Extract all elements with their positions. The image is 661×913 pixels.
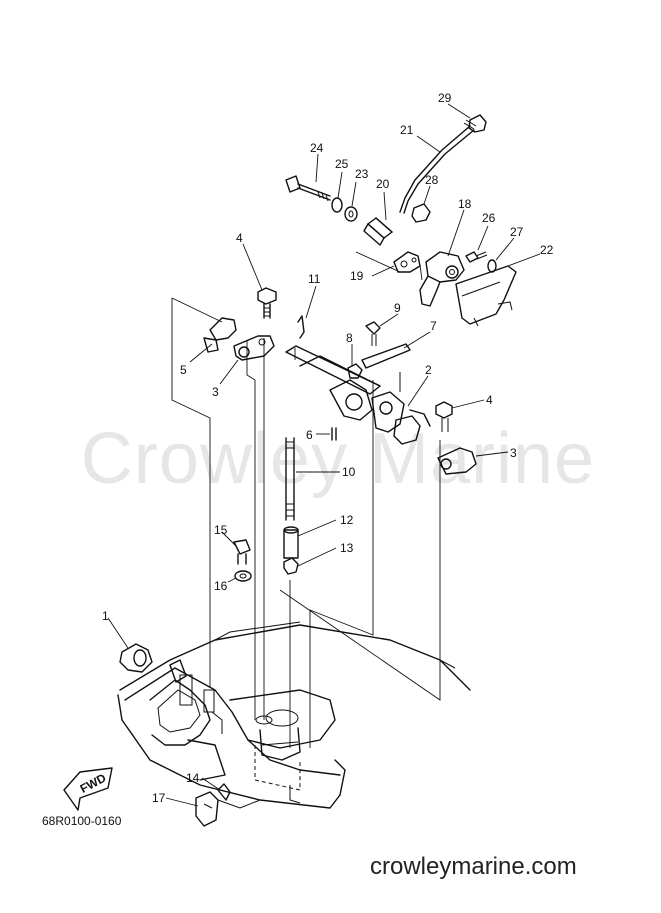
callout-27: 27 xyxy=(510,225,524,239)
callout-15: 15 xyxy=(214,523,228,537)
watermark: Crowley Marine xyxy=(80,419,596,499)
part-29-knob xyxy=(468,114,487,133)
callout-24: 24 xyxy=(310,141,324,155)
part-6-pin xyxy=(331,427,337,441)
callout-4-right: 4 xyxy=(486,393,493,407)
callout-3-right: 3 xyxy=(510,446,517,460)
callout-5: 5 xyxy=(180,363,187,377)
part-12-collar xyxy=(283,526,299,559)
fwd-label: FWD xyxy=(78,771,109,796)
callout-14: 14 xyxy=(186,771,200,785)
leader-lines xyxy=(107,103,541,807)
callout-2: 2 xyxy=(425,363,432,377)
part-7-plate xyxy=(361,343,411,369)
part-15-bolt xyxy=(233,539,251,565)
callout-1: 1 xyxy=(102,609,109,623)
part-9-screw xyxy=(365,321,381,346)
callout-13: 13 xyxy=(340,541,354,555)
part-21-link-rod xyxy=(399,119,477,214)
part-18-lever xyxy=(419,251,465,307)
part-19-link xyxy=(393,251,421,273)
part-3-joint-right xyxy=(437,447,477,475)
part-1-grommet xyxy=(119,643,153,673)
part-4-bolt-right xyxy=(435,401,453,432)
callout-20: 20 xyxy=(376,177,390,191)
part-22-bracket xyxy=(455,265,517,327)
callout-4-upper: 4 xyxy=(236,231,243,245)
callout-9: 9 xyxy=(394,301,401,315)
callout-19: 19 xyxy=(350,269,364,283)
callout-28: 28 xyxy=(425,173,439,187)
callout-6: 6 xyxy=(306,428,313,442)
lower-cowling xyxy=(117,621,471,809)
callout-21: 21 xyxy=(400,123,414,137)
callout-23: 23 xyxy=(355,167,369,181)
callout-7: 7 xyxy=(430,319,437,333)
callout-10: 10 xyxy=(342,465,356,479)
part-14-clip xyxy=(217,783,231,801)
callout-18: 18 xyxy=(458,197,472,211)
part-25-washer xyxy=(331,197,343,213)
callout-29: 29 xyxy=(438,91,452,105)
diagram-code: 68R0100-0160 xyxy=(42,814,122,828)
part-26-screw xyxy=(465,251,488,263)
part-17-bracket xyxy=(195,791,261,827)
part-2-cam-shaft xyxy=(285,345,431,445)
callout-12: 12 xyxy=(340,513,354,527)
part-11-pin xyxy=(297,315,305,339)
part-4-bolt-upper xyxy=(257,287,277,319)
part-10-rod xyxy=(285,437,295,521)
callout-16: 16 xyxy=(214,579,228,593)
callout-3-left: 3 xyxy=(212,385,219,399)
callout-labels: 29 21 24 25 23 20 28 18 26 27 22 19 4 11… xyxy=(102,91,554,805)
callout-11: 11 xyxy=(308,272,321,286)
part-16-washer xyxy=(234,570,252,582)
website-link[interactable]: crowleymarine.com xyxy=(370,853,577,880)
part-5-clip xyxy=(203,317,237,353)
part-8-nut xyxy=(347,363,363,379)
part-27-washer xyxy=(487,259,497,273)
fwd-arrow-icon: FWD xyxy=(63,767,113,811)
part-20-collar xyxy=(363,217,393,246)
part-23-washer xyxy=(344,206,358,222)
callout-26: 26 xyxy=(482,211,496,225)
part-28-nut xyxy=(411,203,431,223)
callout-22: 22 xyxy=(540,243,554,257)
assembly-guide-lines xyxy=(171,251,441,748)
callout-17: 17 xyxy=(152,791,166,805)
callout-25: 25 xyxy=(335,157,349,171)
part-3-joint-left xyxy=(233,335,275,361)
part-13-nut xyxy=(283,557,299,575)
part-24-bolt xyxy=(285,175,331,202)
callout-8: 8 xyxy=(346,331,353,345)
